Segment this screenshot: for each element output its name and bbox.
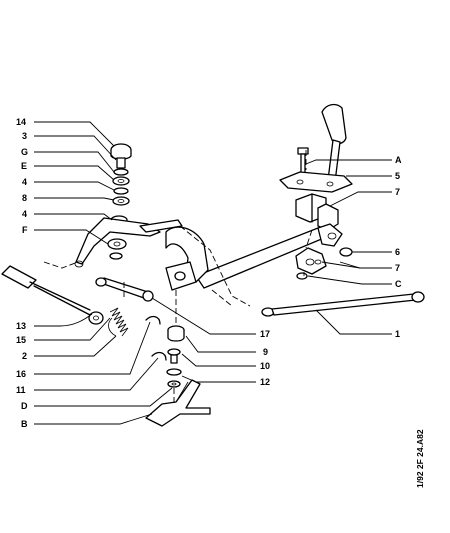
rod-15 [95,277,154,302]
plate-5 [279,171,353,193]
bracket-f [74,217,183,268]
callout-3: 3 [22,131,27,141]
callout-8: 8 [22,193,27,203]
callout-c: C [395,279,402,289]
leaders-left [34,121,173,425]
rod-1 [261,291,425,317]
callout-1: 1 [395,329,400,339]
callout-15: 15 [16,335,26,345]
callout-17: 17 [260,329,270,339]
leaders-right [151,159,392,383]
callout-5: 5 [395,171,400,181]
clip-16 [145,315,161,325]
housing-7-upper [295,193,339,231]
clip-11 [151,351,167,361]
callout-g: G [21,147,28,157]
callout-7a: 7 [395,187,400,197]
knob-stack [107,143,132,260]
callout-13: 13 [16,321,26,331]
selector-rod [195,223,343,289]
callouts-right: A 5 7 6 7 C 1 17 9 10 12 [260,155,402,387]
bush-6 [339,247,353,257]
callout-2: 2 [22,351,27,361]
callout-10: 10 [260,361,270,371]
callout-f: F [22,225,28,235]
callout-12: 12 [260,377,270,387]
spring-2 [108,307,129,337]
drawing-reference: 1/92 2F 24.A82 [415,429,425,488]
housing-7-lower [295,247,327,275]
callouts-left: 14 3 G E 4 8 4 F 13 15 2 16 11 D B [16,117,28,429]
bracket-b [145,379,211,427]
callout-11: 11 [16,385,26,395]
callout-a: A [395,155,402,165]
callout-4a: 4 [22,177,27,187]
callout-9: 9 [263,347,268,357]
bush-stack [166,325,185,388]
callout-e: E [21,161,27,171]
washer-c [296,272,308,280]
callout-4b: 4 [22,209,27,219]
callout-14: 14 [16,117,26,127]
callout-16: 16 [16,369,26,379]
callout-b: B [21,419,28,429]
assembly-lines [43,150,313,404]
callout-7b: 7 [395,263,400,273]
callout-6: 6 [395,247,400,257]
callout-d: D [21,401,28,411]
bolt-a [297,147,309,181]
cable-13 [1,265,104,325]
